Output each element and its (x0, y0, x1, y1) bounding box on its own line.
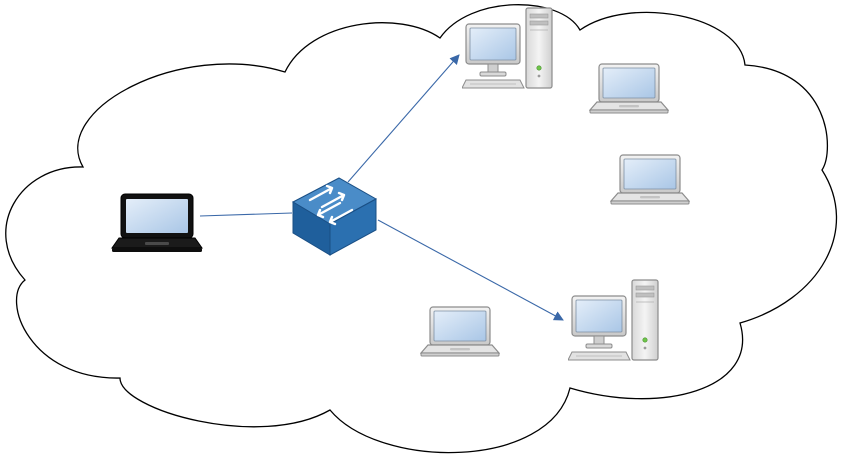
laptop-bottom-left[interactable] (420, 306, 500, 357)
network-cloud (5, 4, 838, 454)
network-switch[interactable] (291, 177, 378, 256)
link-switch-to-desktop-top (347, 54, 460, 183)
connector-group (199, 54, 564, 321)
switch-arrows-icon (308, 184, 354, 226)
link-laptop-to-switch (199, 212, 293, 217)
laptop-top-right[interactable] (589, 63, 669, 114)
source-laptop[interactable] (111, 193, 203, 253)
laptop-mid-right[interactable] (610, 154, 690, 205)
link-switch-to-desktop-bottom (377, 219, 564, 321)
